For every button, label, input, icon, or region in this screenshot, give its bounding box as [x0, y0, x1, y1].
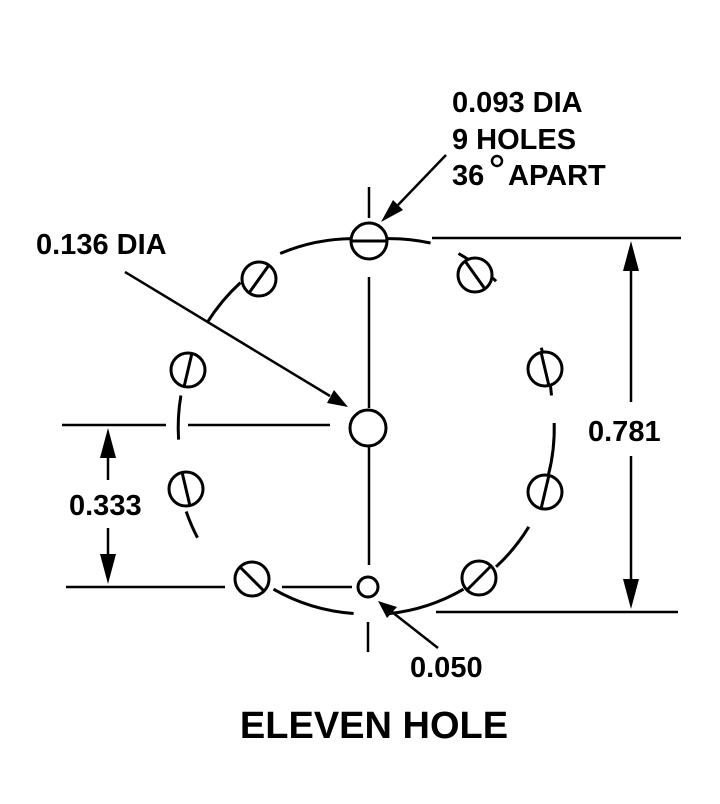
pin-hole-0050	[356, 575, 380, 599]
extension-lines	[62, 236, 681, 614]
hole-093-6	[167, 470, 205, 508]
arrowheads	[327, 200, 403, 618]
hole-093-2	[240, 260, 278, 298]
dimension-0781	[623, 241, 639, 609]
pin-hole-dia-label: 0.050	[410, 652, 483, 684]
arrow-050-callout	[378, 601, 397, 618]
overall-height-label: 0.781	[588, 416, 661, 448]
leaders	[124, 154, 447, 649]
small-hole-dia-label: 0.093 DIA	[452, 87, 583, 119]
center-hole-0136	[348, 408, 388, 448]
hole-093-7	[526, 473, 564, 511]
holes	[167, 221, 564, 599]
hole-093-5	[526, 350, 564, 388]
arrow-093-callout	[381, 200, 403, 222]
hole-093-3	[456, 256, 494, 294]
center-lines	[188, 187, 371, 652]
dimension-0333	[100, 428, 116, 584]
hole-093-4	[169, 351, 207, 389]
arrow-136-callout	[327, 390, 348, 407]
hole-093-8	[233, 560, 271, 598]
hole-093-1	[349, 221, 389, 261]
center-hole-dia-label: 0.136 DIA	[36, 229, 167, 261]
degree-symbol	[490, 154, 504, 168]
small-hole-count-label: 9 HOLES	[452, 124, 576, 156]
drawing-title: ELEVEN HOLE	[240, 705, 508, 747]
hole-093-9	[460, 559, 498, 597]
small-hole-spacing-suffix: APART	[508, 160, 606, 192]
offset-height-label: 0.333	[69, 490, 142, 522]
small-hole-spacing-value: 36	[452, 160, 484, 192]
